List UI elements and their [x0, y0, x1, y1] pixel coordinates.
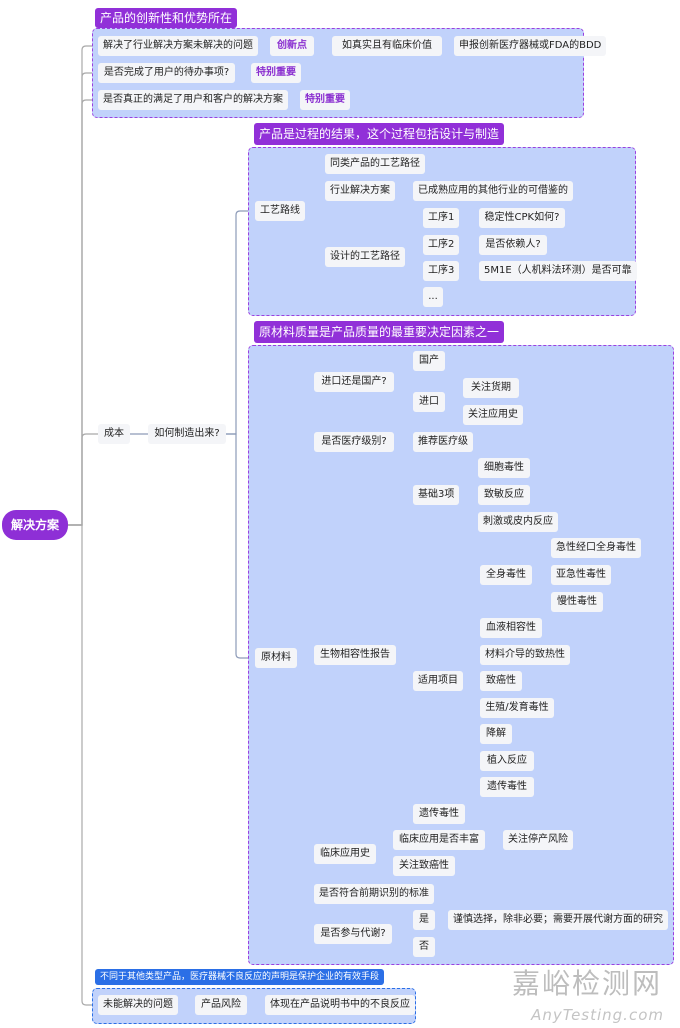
- mindmap-node-s1[interactable]: 全身毒性: [480, 565, 532, 585]
- mindmap-node-m1[interactable]: 进口还是国产?: [314, 372, 394, 392]
- mindmap-node-b3[interactable]: 遗传毒性: [413, 804, 465, 824]
- mindmap-node-s5[interactable]: 生殖/发育毒性: [480, 698, 554, 718]
- mindmap-node-p3[interactable]: 工序3: [423, 261, 460, 281]
- mindmap-node-s1b[interactable]: 亚急性毒性: [551, 565, 611, 585]
- callout-process: 产品是过程的结果，这个过程包括设计与制造: [254, 123, 505, 145]
- mindmap-node-m6a1[interactable]: 谨慎选择，除非必要；需要开展代谢方面的研究: [448, 910, 668, 930]
- mindmap-node-p4[interactable]: ...: [423, 287, 443, 307]
- mindmap-node-m6[interactable]: 是否参与代谢?: [314, 924, 392, 944]
- mindmap-node-m6a[interactable]: 是: [413, 910, 435, 930]
- callout-material: 原材料质量是产品质量的最重要决定因素之一: [254, 321, 505, 343]
- mindmap-node-s4[interactable]: 致癌性: [480, 671, 522, 691]
- mindmap-node-a1b[interactable]: 如真实且有临床价值: [332, 36, 442, 56]
- mindmap-node-r2[interactable]: 行业解决方案: [325, 181, 395, 201]
- mindmap-node-m1b[interactable]: 进口: [413, 392, 445, 412]
- mindmap-node-u3[interactable]: 体现在产品说明书中的不良反应: [265, 995, 415, 1015]
- mindmap-node-m4b[interactable]: 关注致癌性: [393, 856, 455, 876]
- mindmap-node-b2[interactable]: 适用项目: [413, 671, 463, 691]
- mindmap-node-a1[interactable]: 解决了行业解决方案未解决的问题: [98, 36, 258, 56]
- mindmap-node-m4a1[interactable]: 关注停产风险: [503, 830, 573, 850]
- mindmap-node-s1a[interactable]: 急性经口全身毒性: [551, 538, 641, 558]
- mindmap-node-s1c[interactable]: 慢性毒性: [551, 592, 603, 612]
- mindmap-node-m4[interactable]: 临床应用史: [314, 844, 376, 864]
- watermark-cn: 嘉峪检测网: [511, 967, 662, 1000]
- mindmap-node-a1t[interactable]: 创新点: [270, 36, 314, 56]
- connector-make-route: [226, 210, 255, 435]
- connector-root-a1: [68, 45, 98, 526]
- mindmap-node-m2[interactable]: 是否医疗级别?: [314, 432, 394, 452]
- mindmap-node-r1[interactable]: 同类产品的工艺路径: [325, 154, 425, 174]
- mindmap-node-mat[interactable]: 原材料: [255, 648, 297, 668]
- mindmap-node-a2[interactable]: 是否完成了用户的待办事项?: [98, 63, 235, 83]
- connector-make-mat: [226, 433, 255, 659]
- mindmap-node-b1a[interactable]: 细胞毒性: [478, 458, 530, 478]
- mindmap-node-s6[interactable]: 降解: [480, 724, 512, 744]
- mindmap-node-s3[interactable]: 材料介导的致热性: [480, 645, 570, 665]
- mindmap-node-m3[interactable]: 生物相容性报告: [314, 645, 396, 665]
- watermark-en: AnyTesting.com: [531, 1006, 664, 1024]
- mindmap-node-m1b1[interactable]: 关注货期: [463, 378, 519, 398]
- mindmap-node-a1c[interactable]: 申报创新医疗器械或FDA的BDD: [454, 36, 607, 56]
- connector-root-u1: [68, 524, 98, 1006]
- mindmap-node-m1b2[interactable]: 关注应用史: [463, 405, 523, 425]
- mindmap-node-p1[interactable]: 工序1: [423, 208, 460, 228]
- mindmap-node-m1a[interactable]: 国产: [413, 351, 445, 371]
- mindmap-node-m5[interactable]: 是否符合前期识别的标准: [314, 884, 434, 904]
- mindmap-node-cost[interactable]: 成本: [98, 424, 130, 444]
- mindmap-node-p1a[interactable]: 稳定性CPK如何?: [479, 208, 565, 228]
- mindmap-node-a3t[interactable]: 特别重要: [300, 90, 350, 110]
- mindmap-node-route[interactable]: 工艺路线: [255, 201, 305, 221]
- mindmap-node-s7[interactable]: 植入反应: [480, 751, 534, 771]
- mindmap-node-a3[interactable]: 是否真正的满足了用户和客户的解决方案: [98, 90, 288, 110]
- mindmap-node-u1[interactable]: 未能解决的问题: [98, 995, 178, 1015]
- mindmap-node-r2a[interactable]: 已成熟应用的其他行业的可借鉴的: [413, 181, 573, 201]
- mindmap-node-m2a[interactable]: 推荐医疗级: [413, 432, 473, 452]
- connector-root-a3: [68, 99, 98, 526]
- mindmap-node-p2[interactable]: 工序2: [423, 235, 460, 255]
- mindmap-node-p3a[interactable]: 5M1E（人机料法环测）是否可靠: [479, 261, 637, 281]
- connector-root-a2: [68, 72, 98, 526]
- callout-innovation: 产品的创新性和优势所在: [95, 8, 238, 28]
- mindmap-node-a2t[interactable]: 特别重要: [251, 63, 301, 83]
- mindmap-node-m4a[interactable]: 临床应用是否丰富: [393, 830, 485, 850]
- mindmap-node-m6b[interactable]: 否: [413, 937, 435, 957]
- callout-risk: 不同于其他类型产品，医疗器械不良反应的声明是保护企业的有效手段: [95, 969, 385, 985]
- mindmap-node-b1b[interactable]: 致敏反应: [478, 485, 530, 505]
- mindmap-node-b1[interactable]: 基础3项: [413, 485, 460, 505]
- connector-root-cost: [68, 433, 98, 526]
- mindmap-node-s2[interactable]: 血液相容性: [480, 618, 542, 638]
- mindmap-node-p2a[interactable]: 是否依赖人?: [479, 235, 547, 255]
- mindmap-node-make[interactable]: 如何制造出来?: [148, 424, 226, 444]
- mindmap-node-u2[interactable]: 产品风险: [195, 995, 247, 1015]
- mindmap-node-r3[interactable]: 设计的工艺路径: [325, 247, 405, 267]
- root-node[interactable]: 解决方案: [2, 510, 69, 540]
- mindmap-node-b1c[interactable]: 刺激或皮内反应: [478, 512, 558, 532]
- mindmap-node-s8[interactable]: 遗传毒性: [480, 777, 534, 797]
